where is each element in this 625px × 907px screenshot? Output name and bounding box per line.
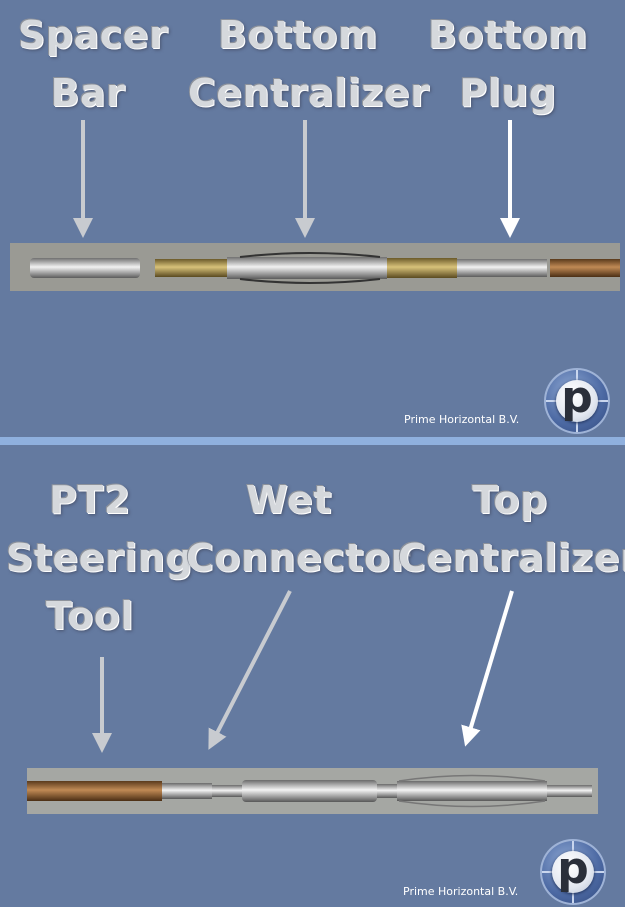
label-pt2-steering-tool: PT2 Steering Tool	[6, 471, 194, 645]
top-assembly-tool-image	[27, 768, 598, 814]
label-line: Centralizer	[188, 71, 430, 115]
label-top-centralizer: Top Centralizer	[398, 471, 625, 587]
bottom-assembly-tool-image	[10, 243, 620, 291]
label-line: Bottom	[428, 13, 589, 57]
label-line: PT2	[49, 478, 131, 522]
label-line: Top	[472, 478, 548, 522]
label-bottom-plug: Bottom Plug	[428, 6, 588, 122]
arrows-bottom	[92, 590, 514, 753]
prime-horizontal-logo-icon: p	[540, 839, 606, 905]
label-line: Bar	[50, 71, 126, 115]
label-line: Steering	[6, 536, 194, 580]
slide-divider	[0, 437, 625, 445]
slide-top-assembly: PT2 Steering Tool Wet Connector Top Cent…	[0, 445, 625, 907]
label-line: Plug	[459, 71, 557, 115]
company-footer: Prime Horizontal B.V.	[403, 885, 519, 898]
label-line: Tool	[45, 594, 135, 638]
arrow-down-icon	[208, 590, 292, 750]
label-line: Centralizer	[398, 536, 625, 580]
label-line: Bottom	[217, 13, 379, 57]
label-spacer-bar: Spacer Bar	[18, 6, 169, 122]
label-wet-connector: Wet Connector	[186, 471, 410, 587]
prime-horizontal-logo-icon: p	[544, 368, 610, 434]
company-footer: Prime Horizontal B.V.	[404, 413, 520, 426]
arrow-down-icon	[461, 590, 514, 747]
arrows-top	[73, 120, 520, 238]
label-line: Spacer	[18, 13, 169, 57]
label-line: Connector	[186, 536, 410, 580]
slide-bottom-assembly: Spacer Bar Bottom Centralizer Bottom Plu…	[0, 0, 625, 437]
label-line: Wet	[246, 478, 332, 522]
label-bottom-centralizer: Bottom Centralizer	[188, 6, 430, 122]
